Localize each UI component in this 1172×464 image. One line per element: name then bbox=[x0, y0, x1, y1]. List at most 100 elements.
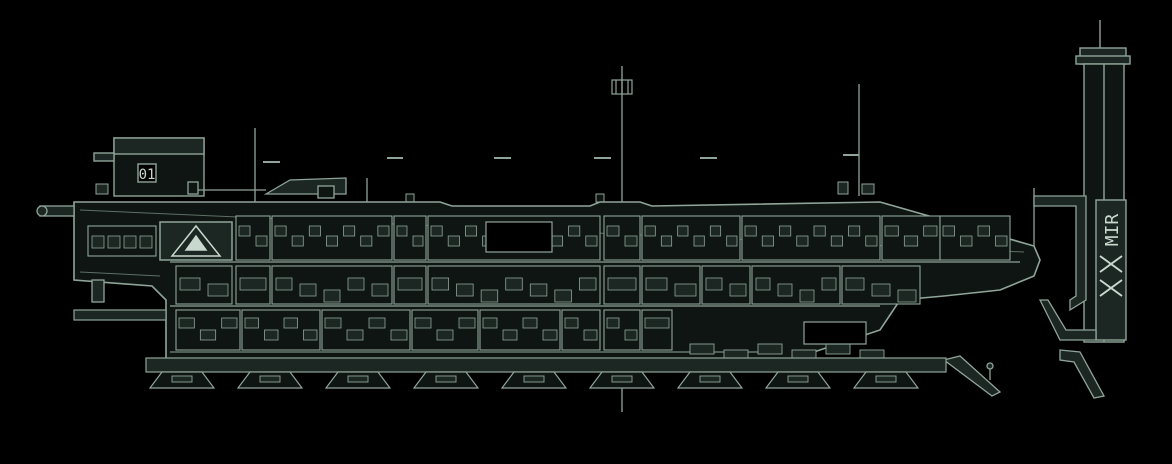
stern-ramp bbox=[942, 355, 1002, 397]
tower-name-label: MIR bbox=[1102, 214, 1123, 247]
room-fixture bbox=[777, 283, 793, 297]
room-fixture bbox=[347, 277, 365, 291]
room-fixture bbox=[308, 225, 321, 237]
cargo-crate bbox=[757, 343, 783, 355]
deck-gun-turret bbox=[187, 177, 347, 199]
room-fixture bbox=[447, 235, 460, 247]
room-fixture bbox=[139, 235, 153, 249]
room-fixture bbox=[624, 329, 638, 341]
room-fixture bbox=[464, 225, 477, 237]
room-fixture bbox=[414, 317, 432, 329]
room-fixture bbox=[207, 283, 229, 297]
room-fixture bbox=[91, 235, 105, 249]
upper-room bbox=[393, 215, 427, 261]
room-fixture bbox=[456, 283, 474, 297]
room-fixture bbox=[430, 225, 443, 237]
room-fixture bbox=[674, 283, 697, 297]
keel-track-plate bbox=[171, 375, 193, 383]
room-fixture bbox=[554, 289, 572, 303]
keel-track-plate bbox=[523, 375, 545, 383]
room-fixture bbox=[726, 235, 738, 247]
room-fixture bbox=[178, 317, 195, 329]
room-fixture bbox=[871, 283, 891, 297]
room-fixture bbox=[397, 277, 423, 291]
room-fixture bbox=[238, 225, 251, 237]
room-fixture bbox=[377, 225, 390, 237]
room-fixture bbox=[865, 235, 878, 247]
room-fixture bbox=[396, 225, 408, 237]
room-fixture bbox=[568, 225, 581, 237]
keel-track-array bbox=[145, 357, 947, 389]
room-fixture bbox=[542, 329, 558, 341]
room-fixture bbox=[755, 277, 771, 291]
room-fixture bbox=[813, 225, 826, 237]
room-fixture bbox=[324, 317, 342, 329]
room-fixture bbox=[606, 225, 620, 237]
room-fixture bbox=[412, 235, 424, 247]
mast-flags bbox=[263, 154, 859, 163]
room-fixture bbox=[942, 225, 955, 237]
room-fixture bbox=[897, 289, 917, 303]
room-fixture bbox=[326, 235, 338, 247]
keel-track-plate bbox=[611, 375, 633, 383]
room-fixture bbox=[275, 277, 293, 291]
room-fixture bbox=[368, 317, 386, 329]
room-fixture bbox=[390, 329, 408, 341]
room-fixture bbox=[705, 277, 723, 291]
room-fixture bbox=[299, 283, 317, 297]
room-fixture bbox=[645, 277, 668, 291]
room-fixture bbox=[644, 317, 670, 329]
room-fixture bbox=[693, 235, 705, 247]
room-fixture bbox=[244, 317, 259, 329]
room-fixture bbox=[821, 277, 837, 291]
room-fixture bbox=[848, 225, 861, 237]
room-fixture bbox=[436, 329, 454, 341]
keel-track-plate bbox=[787, 375, 809, 383]
room-fixture bbox=[346, 329, 364, 341]
keel-track-plate bbox=[259, 375, 281, 383]
room-fixture bbox=[830, 235, 843, 247]
room-fixture bbox=[522, 317, 538, 329]
cargo-crate bbox=[689, 343, 715, 355]
room-fixture bbox=[977, 225, 990, 237]
stern-piping bbox=[1033, 195, 1105, 399]
room-fixture bbox=[323, 289, 341, 303]
upper-deck-rooms bbox=[87, 215, 1011, 261]
room-fixture bbox=[960, 235, 973, 247]
room-fixture bbox=[482, 317, 498, 329]
room-fixture bbox=[123, 235, 137, 249]
bow-cap bbox=[36, 205, 105, 303]
room-fixture bbox=[283, 317, 298, 329]
room-fixture bbox=[431, 277, 449, 291]
room-fixture bbox=[239, 277, 267, 291]
room-fixture bbox=[660, 235, 673, 247]
cargo-crate bbox=[825, 343, 851, 355]
room-fixture bbox=[221, 317, 238, 329]
control-room-console bbox=[485, 221, 867, 345]
mast-sensor-array bbox=[611, 79, 633, 95]
room-fixture bbox=[729, 283, 747, 297]
room-fixture bbox=[995, 235, 1008, 247]
room-fixture bbox=[551, 235, 564, 247]
room-fixture bbox=[583, 329, 598, 341]
tower-emblem bbox=[1099, 255, 1123, 297]
room-fixture bbox=[255, 235, 268, 247]
room-fixture bbox=[480, 289, 499, 303]
room-fixture bbox=[644, 225, 656, 237]
room-fixture bbox=[458, 317, 476, 329]
room-fixture bbox=[502, 329, 518, 341]
room-fixture bbox=[579, 277, 597, 291]
room-fixture bbox=[799, 289, 815, 303]
room-fixture bbox=[744, 225, 757, 237]
room-fixture bbox=[303, 329, 318, 341]
lower-room bbox=[641, 309, 673, 351]
room-fixture bbox=[709, 225, 722, 237]
keel-rail bbox=[145, 357, 947, 373]
upper-room bbox=[641, 215, 741, 261]
room-fixture bbox=[606, 317, 620, 329]
keel-track-plate bbox=[875, 375, 897, 383]
room-fixture bbox=[274, 225, 287, 237]
room-fixture bbox=[199, 329, 217, 341]
keel-track-plate bbox=[347, 375, 369, 383]
